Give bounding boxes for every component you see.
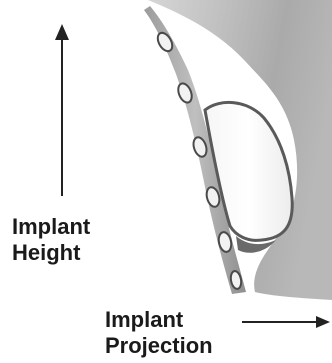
rib-5 [217,231,233,253]
implant-projection-label-line2: Projection [105,333,213,359]
implant-height-label-line1: Implant [12,214,90,240]
implant-height-label-line2: Height [12,240,90,266]
implant-height-label: Implant Height [12,214,90,266]
height-arrow [55,24,69,196]
implant-projection-label: Implant Projection [105,307,213,359]
projection-arrow [242,316,330,328]
projection-arrowhead [316,316,330,328]
height-arrowhead [55,24,69,40]
implant-projection-label-line1: Implant [105,307,213,333]
